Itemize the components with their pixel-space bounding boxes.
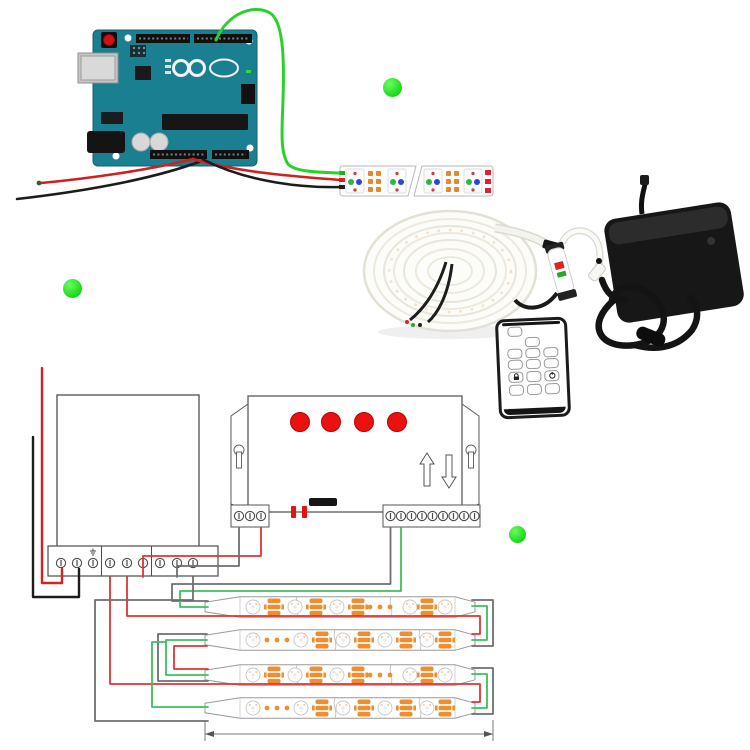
on-led-icon [246, 70, 251, 73]
remote-power-button [544, 369, 560, 382]
set-button [290, 412, 310, 432]
sd-card-slot [309, 498, 337, 506]
power-wire-red [39, 157, 195, 185]
mcu-chip [162, 114, 248, 130]
wiring-harness [31, 366, 494, 722]
remote-top-edge [502, 320, 561, 327]
remote-yellow-button [543, 357, 560, 369]
reset-button-icon [103, 34, 115, 46]
rf-remote [494, 316, 572, 420]
remote-green-button [507, 347, 523, 360]
heading-mini-rf [63, 279, 100, 298]
adapter-cable [595, 276, 701, 351]
ferrite-bead [636, 326, 666, 347]
arduino-wires [15, 8, 343, 201]
t1000s-controller [230, 395, 481, 528]
remote-blue-button [525, 358, 542, 370]
led-strip-reel [362, 209, 560, 339]
strip-row-3 [205, 665, 475, 685]
ground-wire-black [15, 158, 206, 201]
green-bullet-icon [383, 78, 402, 97]
remote-w-button [526, 370, 542, 382]
strip-row-1 [205, 597, 475, 617]
power-adapter [595, 175, 744, 351]
strip-led-chip [345, 168, 483, 194]
green-bullet-icon [509, 526, 526, 543]
mode-button [321, 412, 341, 432]
remote-magenta-button [525, 347, 541, 359]
remote-bottom-edge [503, 406, 566, 416]
power-jack [87, 131, 125, 153]
heading-t1000s [509, 526, 542, 543]
power-led-icon [302, 506, 307, 518]
ac-live-wire [40, 366, 64, 585]
earth-ground-icon [90, 548, 96, 556]
strip-row-4 [205, 698, 475, 718]
power-supply-box [47, 394, 219, 577]
remote-red-button [508, 384, 525, 396]
arduino-uno-board [77, 29, 258, 167]
remote-red-button [507, 325, 523, 338]
mini-rf-controller [513, 227, 606, 310]
dimension-annotation [204, 720, 494, 741]
dc-barrel-connector [588, 262, 606, 282]
arduino-led-strip [339, 165, 494, 197]
green-bullet-icon [63, 279, 82, 298]
strip-row-2 [205, 630, 475, 650]
heading-arduino [383, 78, 421, 97]
remote-lock-button [508, 371, 524, 383]
speed-minus-button [387, 412, 407, 432]
down-arrow-icon [441, 454, 457, 489]
error-led-icon [291, 506, 296, 518]
power-icon [548, 372, 555, 379]
remote-navy-button [544, 382, 561, 394]
remote-yellow-button [507, 358, 524, 371]
ac-neutral-wire [31, 435, 81, 599]
lock-icon [513, 373, 519, 381]
strip-solder-pads [368, 171, 459, 192]
remote-green-button [526, 383, 543, 395]
speed-plus-button [354, 412, 374, 432]
signal-wire-green [214, 8, 341, 175]
up-arrow-icon [419, 452, 435, 487]
remote-cyan-button [524, 336, 541, 348]
remote-green-button [543, 346, 559, 358]
